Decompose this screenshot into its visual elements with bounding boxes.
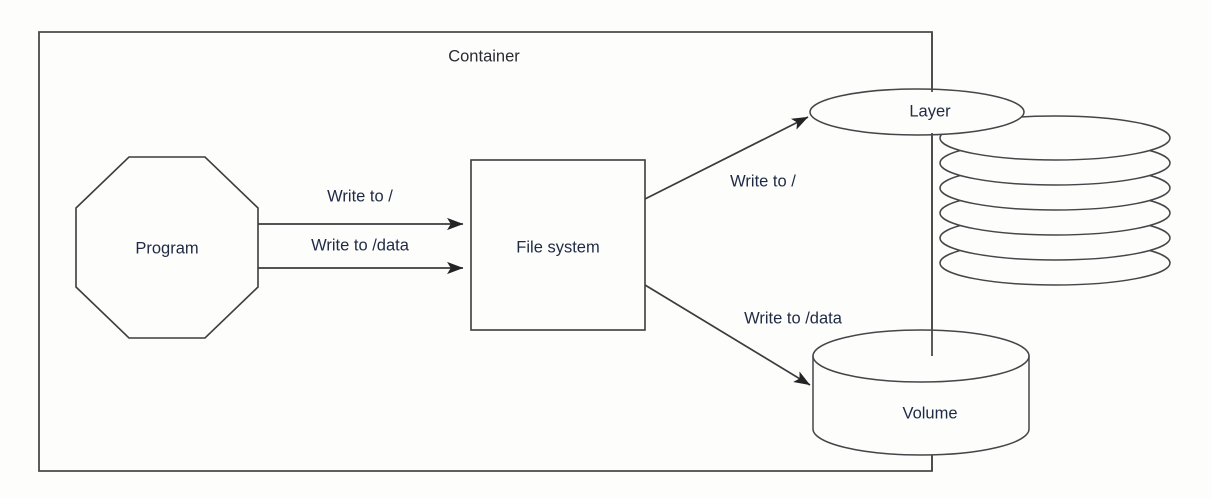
layer-label: Layer (909, 102, 951, 120)
edge-line-fs-to-layer (644, 116, 809, 200)
volume-body-shape (812, 355, 1030, 456)
filesystem-label: File system (516, 238, 599, 256)
edge-label-fs-to-layer: Write to / (730, 172, 796, 190)
edge-filesystem-to-volume: Write to /data (644, 284, 843, 386)
edge-program-to-filesystem-data: Write to /data (258, 236, 464, 275)
edge-program-to-filesystem-root: Write to / (258, 187, 464, 231)
program-octagon-shape (75, 156, 259, 339)
program-node[interactable]: Program (75, 156, 259, 339)
edge-label-write-data: Write to /data (311, 236, 410, 254)
edge-label-fs-to-volume: Write to /data (744, 309, 843, 327)
layer-top-ellipse (809, 88, 1025, 136)
volume-label: Volume (902, 404, 957, 422)
volume-node[interactable]: Volume (812, 329, 1030, 456)
edge-line-fs-to-volume (644, 284, 811, 386)
container-label: Container (448, 47, 520, 65)
filesystem-node[interactable]: File system (470, 159, 646, 331)
edge-filesystem-to-layer: Write to / (644, 116, 809, 200)
volume-top-ellipse (812, 329, 1030, 383)
filesystem-rect-shape (470, 159, 646, 331)
edge-label-write-root: Write to / (327, 187, 393, 205)
program-label: Program (135, 239, 198, 257)
layer-stack-node[interactable]: Layer (809, 88, 1171, 286)
